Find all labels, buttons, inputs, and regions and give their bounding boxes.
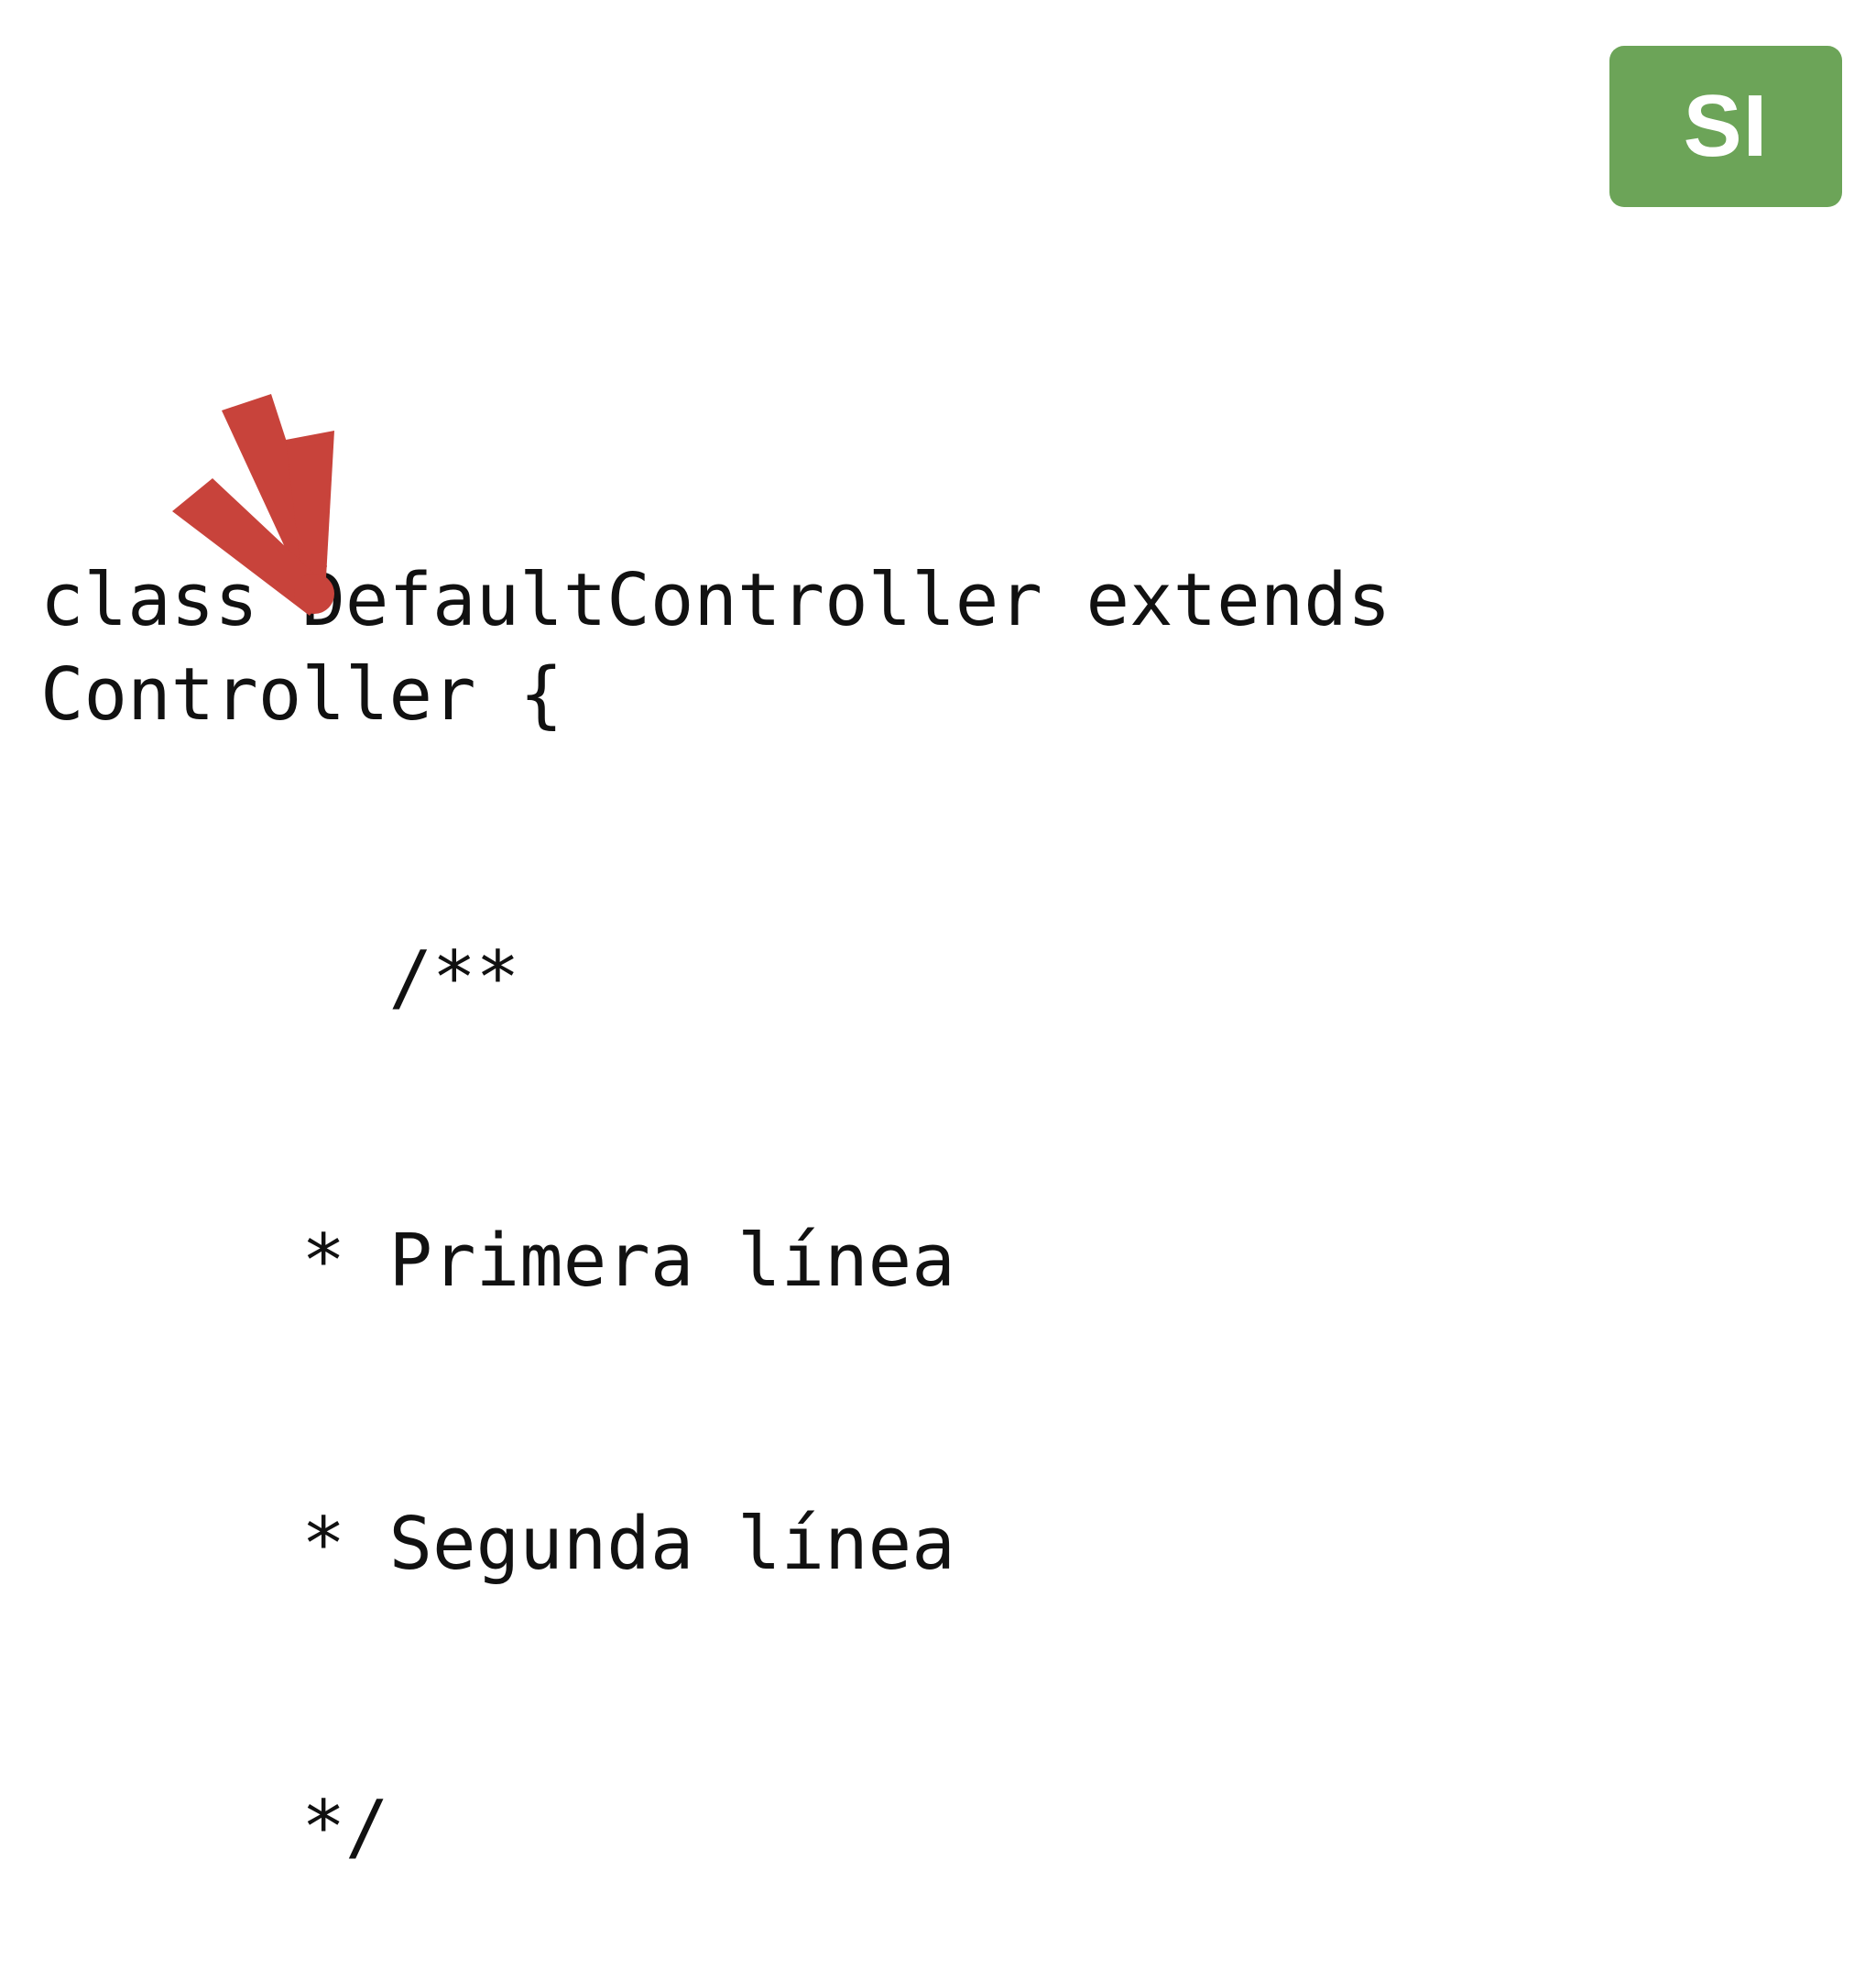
code-line-1: class DefaultController extends Controll… — [40, 558, 1434, 737]
code-line-4: * Segunda línea — [40, 1502, 955, 1586]
si-badge-label: SI — [1683, 77, 1769, 175]
code-line-5: */ — [40, 1785, 389, 1869]
code-line-2: /** — [40, 935, 520, 1020]
code-block: class DefaultController extends Controll… — [40, 365, 1869, 1969]
code-line-3: * Primera línea — [40, 1219, 955, 1303]
si-badge: SI — [1609, 46, 1842, 207]
